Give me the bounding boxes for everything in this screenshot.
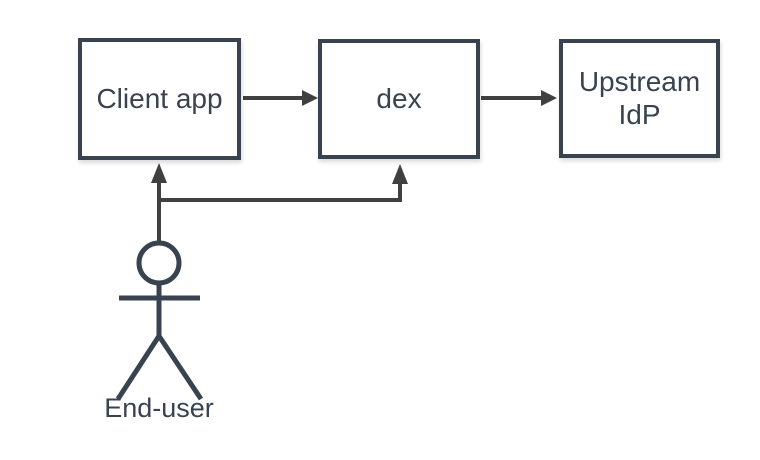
edge-line: [159, 183, 402, 202]
actor-leg-right: [156, 334, 204, 401]
node-client-app: Client app: [78, 38, 241, 160]
node-dex: dex: [318, 39, 480, 159]
actor-head: [136, 240, 182, 286]
arrowhead-up-icon: [392, 164, 408, 184]
node-upstream-idp-label: Upstream IdP: [578, 66, 701, 130]
node-client-app-label: Client app: [96, 82, 223, 114]
actor-label: End-user: [104, 393, 214, 423]
actor-figure: [115, 240, 204, 401]
arrowhead-up-icon: [151, 163, 167, 183]
edge-enduser-to-dex: [159, 164, 408, 202]
arrowhead-right-icon: [302, 90, 318, 106]
edge-enduser-to-client: [151, 163, 167, 243]
edge-dex-to-upstream: [481, 90, 557, 106]
node-dex-label: dex: [376, 82, 422, 114]
actor-leg-left: [115, 334, 162, 401]
arrowhead-right-icon: [541, 90, 557, 106]
edge-client-to-dex: [243, 90, 318, 106]
node-upstream-idp: Upstream IdP: [559, 39, 720, 158]
